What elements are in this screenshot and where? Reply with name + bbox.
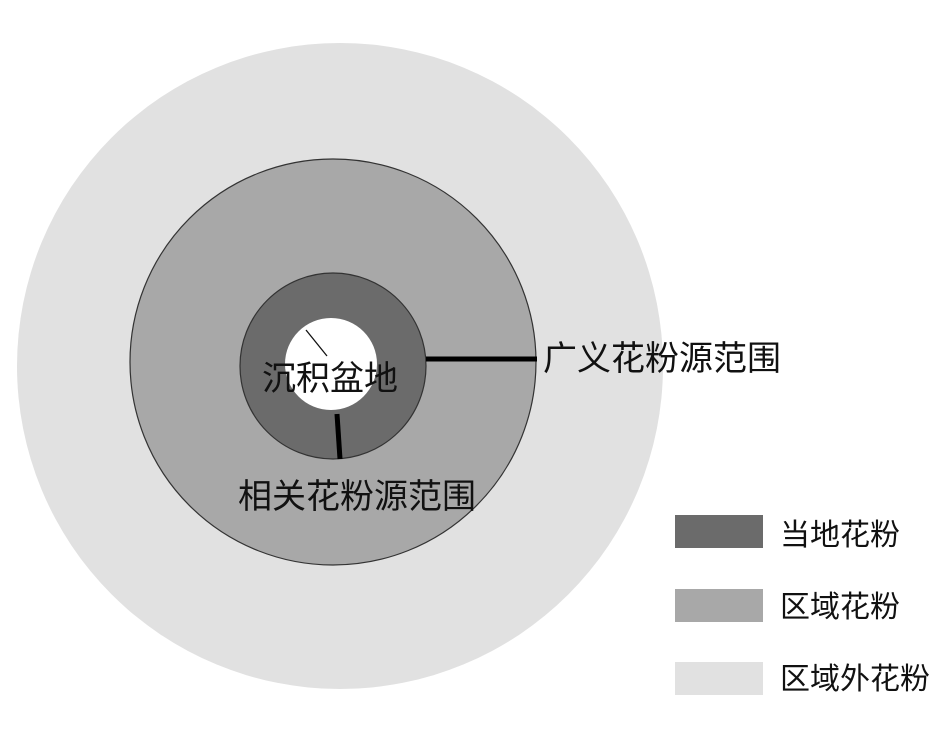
- related-range-radius-marker: [334, 413, 343, 460]
- basin-radius-line: [305, 329, 328, 357]
- basin-label: 沉积盆地: [262, 359, 398, 399]
- sedimentary-basin: [285, 318, 377, 410]
- legend-label-extra-regional: 区域外花粉: [780, 662, 930, 697]
- legend-label-regional: 区域花粉: [780, 590, 900, 625]
- legend-label-local: 当地花粉: [780, 518, 900, 553]
- legend-swatch-extra-regional: [675, 662, 763, 695]
- legend: 当地花粉 区域花粉 区域外花粉: [675, 515, 930, 697]
- broad-source-range-label: 广义花粉源范围: [543, 339, 781, 379]
- legend-swatch-regional: [675, 589, 763, 622]
- legend-swatch-local: [675, 515, 763, 548]
- related-source-range-label: 相关花粉源范围: [238, 477, 476, 517]
